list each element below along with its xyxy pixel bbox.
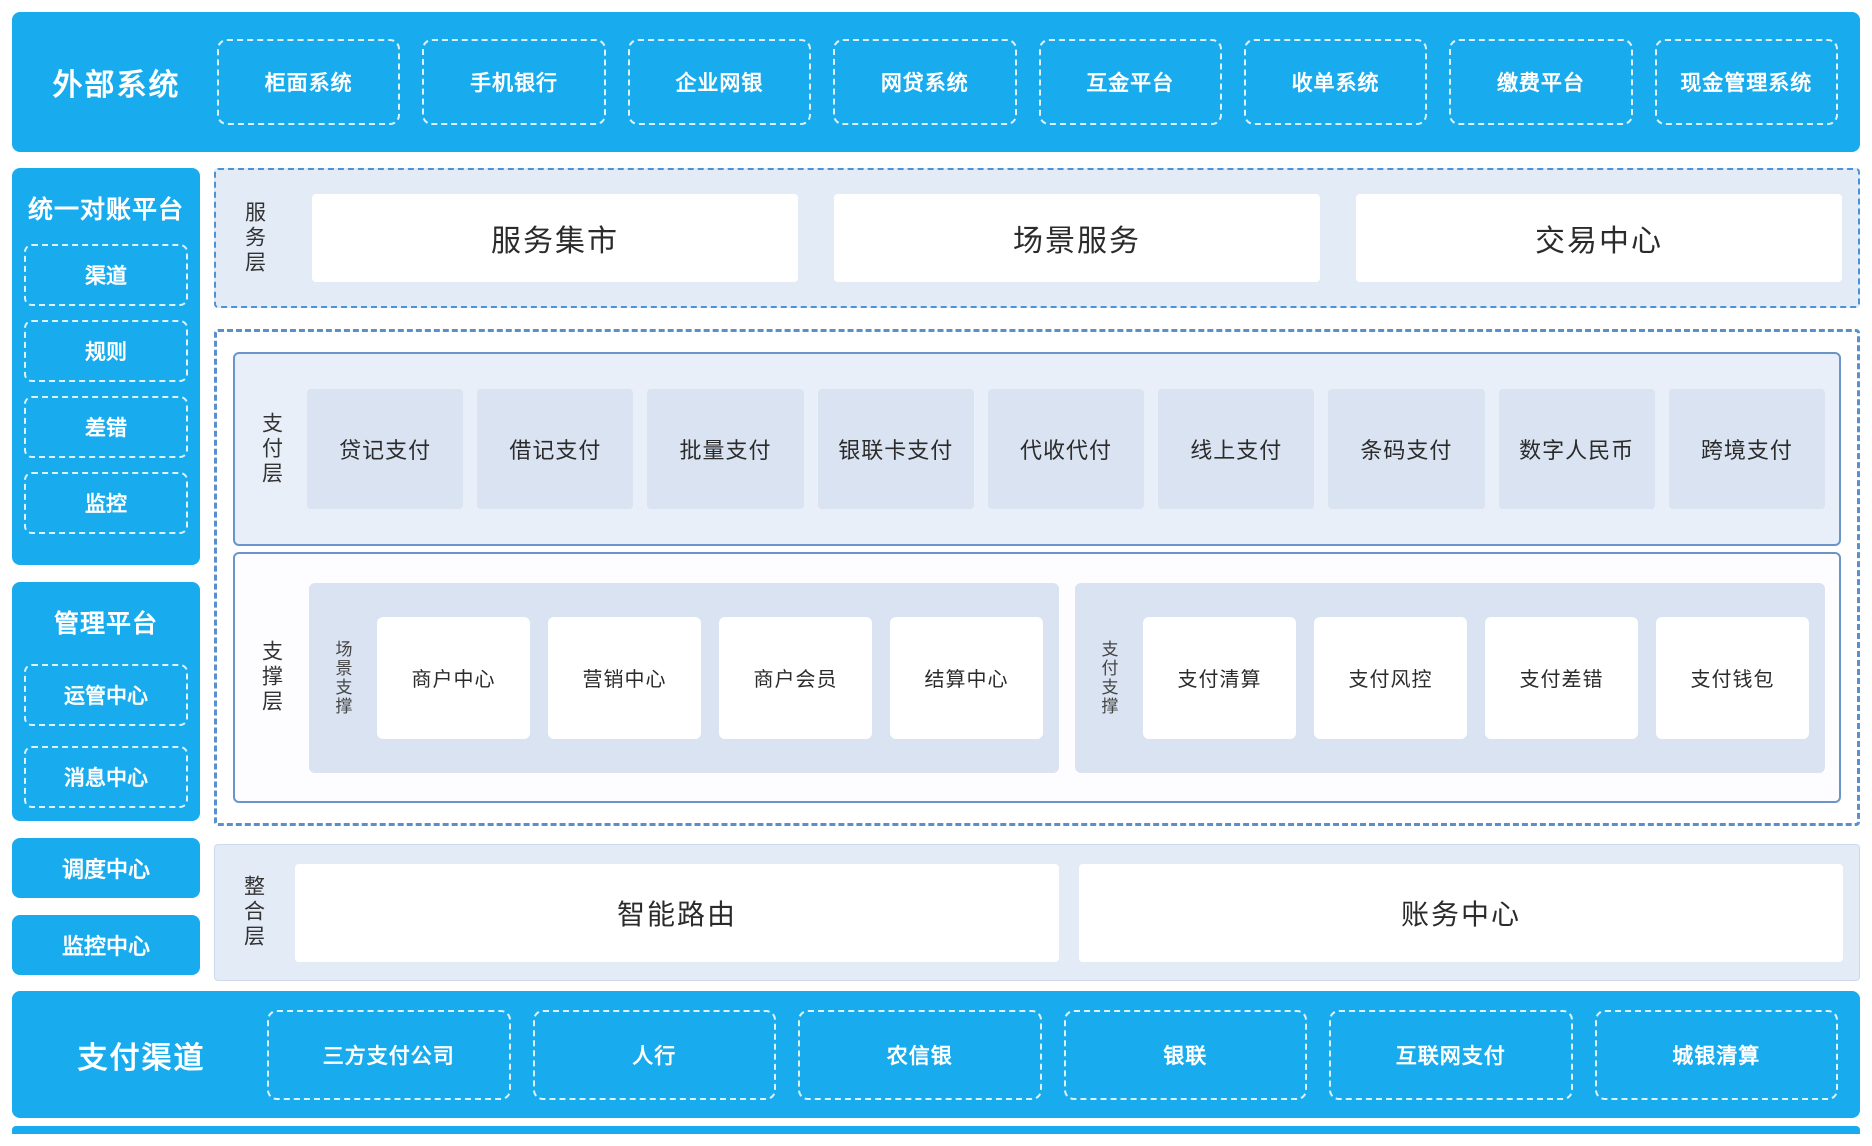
payment-layer-item: 批量支付 — [647, 389, 804, 509]
reconciliation-item: 渠道 — [24, 244, 188, 306]
reconciliation-item: 规则 — [24, 320, 188, 382]
payment-channel-item: 农信银 — [798, 1009, 1042, 1100]
cutoff-banner-strip — [12, 1126, 1860, 1134]
scene-support-item: 商户中心 — [377, 616, 530, 739]
scheduling-center-block: 调度中心 — [12, 838, 200, 898]
service-layer-label: 服务层 — [242, 200, 266, 276]
service-layer-item: 交易中心 — [1356, 194, 1842, 282]
reconciliation-platform-panel: 统一对账平台 渠道 规则 差错 监控 — [12, 168, 200, 565]
payment-support-item: 支付清算 — [1143, 616, 1296, 739]
scene-support-group: 场景支撑 商户中心 营销中心 商户会员 结算中心 — [309, 582, 1059, 773]
service-layer-item: 场景服务 — [834, 194, 1320, 282]
main-content: 服务层 服务集市 场景服务 交易中心 支付层 贷记支付 借记支付 批量支付 银联… — [214, 168, 1860, 981]
external-system-item: 企业网银 — [627, 39, 812, 125]
payment-layer-label: 支付层 — [259, 411, 283, 487]
payment-layer-item: 代收代付 — [987, 389, 1145, 509]
middle-region: 统一对账平台 渠道 规则 差错 监控 管理平台 运管中心 消息中心 调度中心 监… — [12, 168, 1860, 981]
external-systems-items: 柜面系统 手机银行 企业网银 网贷系统 互金平台 收单系统 缴费平台 现金管理系… — [217, 39, 1838, 125]
payment-support-item: 支付风控 — [1314, 616, 1467, 739]
payment-layer-item: 贷记支付 — [307, 389, 464, 509]
payment-layer-item: 线上支付 — [1158, 389, 1315, 509]
payment-channels-banner: 支付渠道 三方支付公司 人行 农信银 银联 互联网支付 城银清算 — [12, 991, 1860, 1118]
scene-support-item: 结算中心 — [890, 616, 1043, 739]
external-system-item: 现金管理系统 — [1654, 39, 1838, 125]
management-platform-title: 管理平台 — [53, 610, 158, 638]
service-layer-item: 服务集市 — [312, 194, 798, 282]
payment-layer-item: 银联卡支付 — [817, 389, 974, 509]
external-system-item: 手机银行 — [422, 39, 606, 125]
payment-support-item: 支付差错 — [1485, 616, 1638, 739]
scene-support-item: 营销中心 — [548, 616, 701, 739]
integration-layer-panel: 整合层 智能路由 账务中心 — [214, 844, 1860, 981]
payment-layer-item: 数字人民币 — [1498, 389, 1655, 509]
payment-channel-item: 互联网支付 — [1329, 1009, 1573, 1100]
external-system-item: 互金平台 — [1038, 39, 1222, 125]
external-systems-banner: 外部系统 柜面系统 手机银行 企业网银 网贷系统 互金平台 收单系统 缴费平台 … — [12, 12, 1860, 152]
payment-support-item: 支付钱包 — [1656, 616, 1809, 739]
payment-layer-item: 条码支付 — [1328, 389, 1485, 509]
payment-channels-items: 三方支付公司 人行 农信银 银联 互联网支付 城银清算 — [267, 1009, 1838, 1100]
payment-channel-item: 城银清算 — [1594, 1009, 1838, 1100]
integration-layer-item: 智能路由 — [295, 863, 1059, 962]
external-system-item: 柜面系统 — [217, 39, 401, 125]
payment-channels-title: 支付渠道 — [77, 1041, 206, 1075]
scene-support-item: 商户会员 — [719, 616, 872, 739]
support-layer-label: 支撑层 — [259, 640, 283, 715]
payment-support-container: 支付层 贷记支付 借记支付 批量支付 银联卡支付 代收代付 线上支付 条码支付 … — [214, 329, 1860, 826]
management-item: 消息中心 — [24, 746, 188, 808]
reconciliation-platform-title: 统一对账平台 — [27, 196, 184, 224]
reconciliation-item: 差错 — [24, 396, 188, 458]
scene-support-label: 场景支撑 — [332, 639, 352, 716]
service-layer-panel: 服务层 服务集市 场景服务 交易中心 — [214, 168, 1860, 308]
support-layer-panel: 支撑层 场景支撑 商户中心 营销中心 商户会员 结算中心 支付支撑 支付清算 支… — [233, 552, 1841, 803]
payment-layer-panel: 支付层 贷记支付 借记支付 批量支付 银联卡支付 代收代付 线上支付 条码支付 … — [233, 352, 1841, 546]
reconciliation-item: 监控 — [24, 472, 188, 534]
integration-layer-item: 账务中心 — [1079, 863, 1843, 962]
integration-layer-label: 整合层 — [241, 875, 265, 950]
monitoring-center-block: 监控中心 — [12, 915, 200, 975]
payment-support-label: 支付支撑 — [1098, 639, 1118, 716]
external-system-item: 缴费平台 — [1449, 39, 1633, 125]
external-system-item: 网贷系统 — [833, 39, 1017, 125]
payment-layer-item: 跨境支付 — [1668, 389, 1825, 509]
payment-layer-item: 借记支付 — [477, 389, 634, 509]
left-sidebar: 统一对账平台 渠道 规则 差错 监控 管理平台 运管中心 消息中心 调度中心 监… — [12, 168, 200, 975]
external-system-item: 收单系统 — [1243, 39, 1428, 125]
management-item: 运管中心 — [24, 664, 188, 726]
payment-channel-item: 银联 — [1063, 1009, 1307, 1100]
payment-channel-item: 三方支付公司 — [267, 1009, 511, 1100]
payment-support-group: 支付支撑 支付清算 支付风控 支付差错 支付钱包 — [1075, 582, 1825, 773]
external-systems-title: 外部系统 — [52, 69, 181, 102]
management-platform-panel: 管理平台 运管中心 消息中心 — [12, 582, 200, 821]
payment-channel-item: 人行 — [532, 1009, 776, 1100]
